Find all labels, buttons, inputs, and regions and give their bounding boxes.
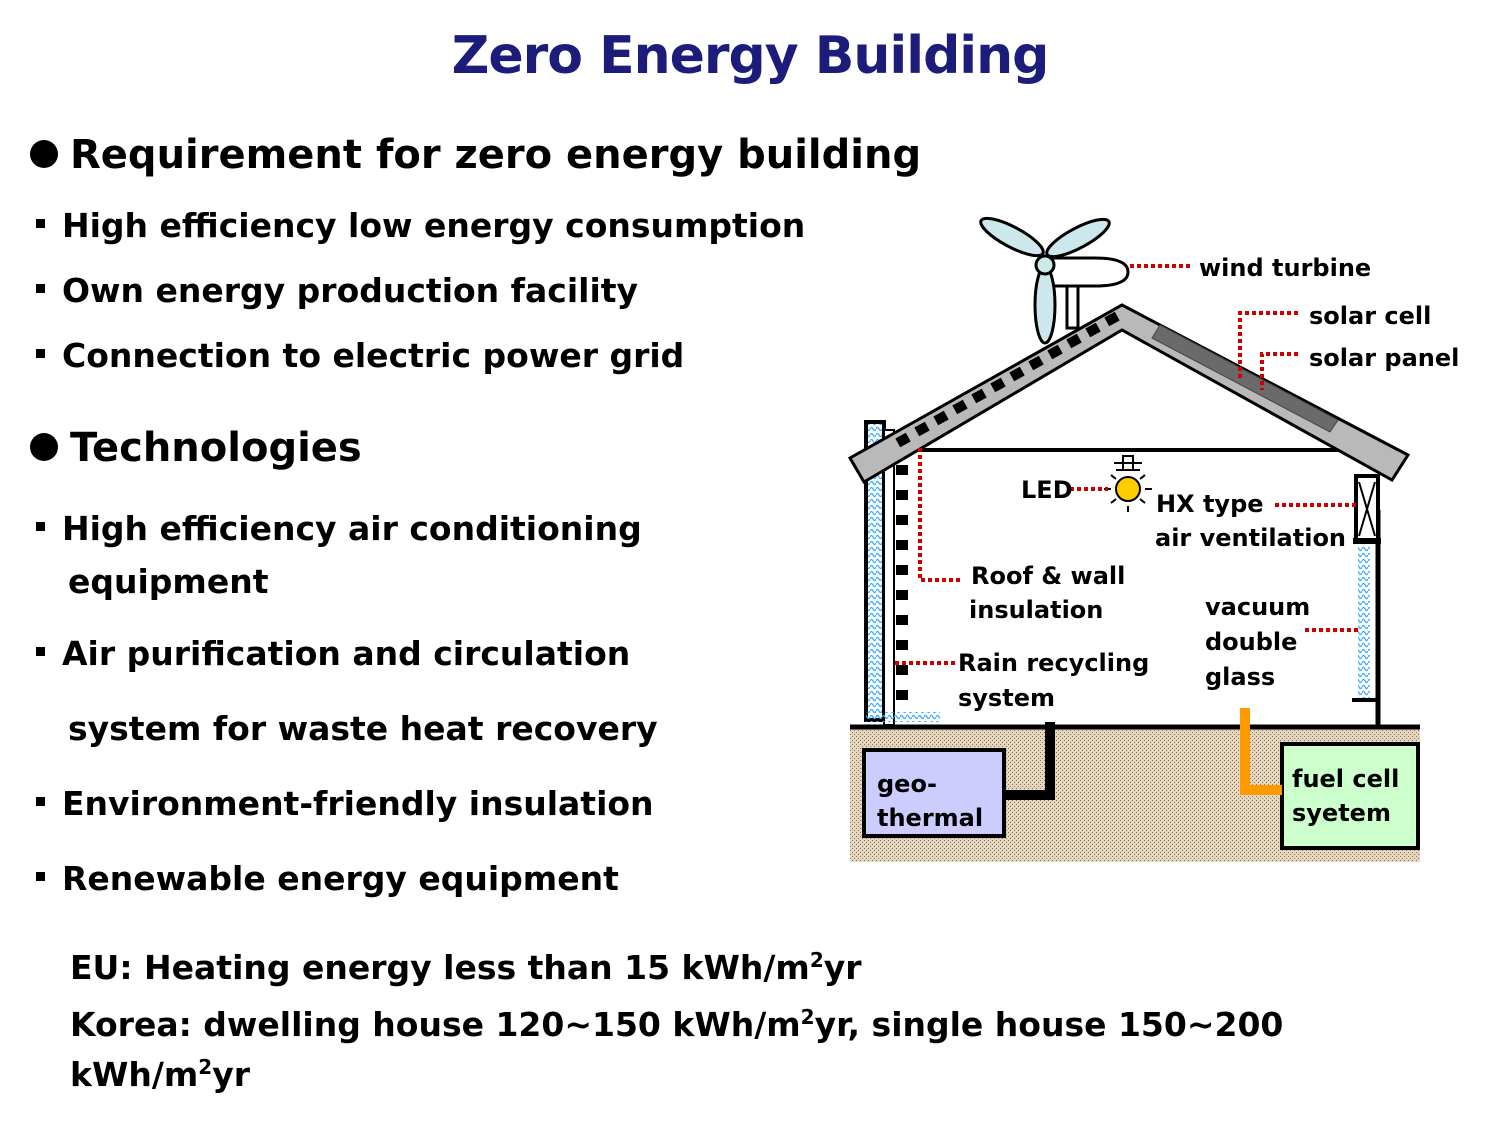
wind-turbine-icon: [979, 216, 1130, 345]
technology-item-continuation: equipment: [68, 562, 269, 601]
label-double: double: [1205, 628, 1297, 656]
requirement-item: High efficiency low energy consumption: [36, 206, 805, 245]
technology-item-text: High efficiency air conditioning: [62, 509, 642, 548]
label-rain-recycling: Rain recycling: [958, 649, 1149, 677]
label-thermal: thermal: [877, 804, 983, 832]
fuel-cell-pipe: [1240, 708, 1282, 795]
square-bullet-icon: [36, 349, 45, 358]
label-wind-turbine: wind turbine: [1199, 254, 1371, 282]
square-bullet-icon: [36, 219, 45, 228]
geothermal-unit: [862, 748, 1006, 838]
label-syetem: syetem: [1292, 799, 1391, 827]
roof: [847, 303, 1411, 485]
leader-lines: [895, 264, 1360, 665]
solar-cells: [895, 311, 1120, 448]
label-air-ventilation: air ventilation: [1155, 524, 1346, 552]
korea-standard-note: Korea: dwelling house 120~150 kWh/m2yr, …: [70, 1005, 1284, 1044]
label-hx-type: HX type: [1156, 490, 1264, 518]
eu-standard-note: EU: Heating energy less than 15 kWh/m2yr: [70, 948, 862, 987]
vacuum-glass-water: [1358, 546, 1370, 698]
requirement-heading-text: Requirement for zero energy building: [70, 132, 922, 178]
korea-standard-note-cont: kWh/m2yr: [70, 1055, 250, 1094]
requirement-item-text: Own energy production facility: [62, 271, 639, 310]
left-wall: [883, 429, 895, 726]
geothermal-pipe: [1004, 722, 1055, 800]
square-bullet-icon: [36, 647, 45, 656]
square-bullet-icon: [36, 872, 45, 881]
square-bullet-icon: [36, 284, 45, 293]
label-led: LED: [1021, 476, 1073, 504]
label-fuel-cell: fuel cell: [1292, 765, 1399, 793]
square-bullet-icon: [36, 797, 45, 806]
technology-item-text: Air purification and circulation: [62, 634, 631, 673]
requirement-item-text: High efficiency low energy consumption: [62, 206, 806, 245]
technology-item-text: Environment-friendly insulation: [62, 784, 654, 823]
requirement-heading: Requirement for zero energy building: [30, 132, 921, 178]
label-glass: glass: [1205, 663, 1275, 691]
label-solar-cell: solar cell: [1309, 302, 1431, 330]
page-title: Zero Energy Building: [451, 26, 1050, 86]
technology-item-text: Renewable energy equipment: [62, 859, 619, 898]
hx-ventilation-icon: [1353, 474, 1381, 544]
fuel-cell-unit: [1280, 742, 1420, 850]
requirement-item-text: Connection to electric power grid: [62, 336, 685, 375]
bullet-dot-icon: [30, 140, 58, 168]
label-roof-wall: Roof & wall: [971, 562, 1125, 590]
requirement-item: Connection to electric power grid: [36, 336, 684, 375]
requirement-item: Own energy production facility: [36, 271, 638, 310]
technologies-heading-text: Technologies: [70, 425, 362, 471]
technologies-heading: Technologies: [30, 425, 362, 471]
label-vacuum: vacuum: [1205, 593, 1310, 621]
wall-insulation-blocks: [896, 465, 908, 700]
label-system: system: [958, 684, 1055, 712]
technology-item-continuation: system for waste heat recovery: [68, 709, 658, 748]
label-solar-panel: solar panel: [1309, 344, 1459, 372]
solar-panel: [1151, 324, 1339, 433]
bullet-dot-icon: [30, 433, 58, 461]
label-insulation: insulation: [969, 596, 1103, 624]
technology-item: Renewable energy equipment: [36, 859, 619, 898]
led-light-icon: [1104, 455, 1152, 512]
label-geo: geo-: [877, 770, 937, 798]
square-bullet-icon: [36, 522, 45, 531]
technology-item: Environment-friendly insulation: [36, 784, 654, 823]
technology-item: Air purification and circulation: [36, 634, 630, 673]
technology-item: High efficiency air conditioning: [36, 509, 642, 548]
